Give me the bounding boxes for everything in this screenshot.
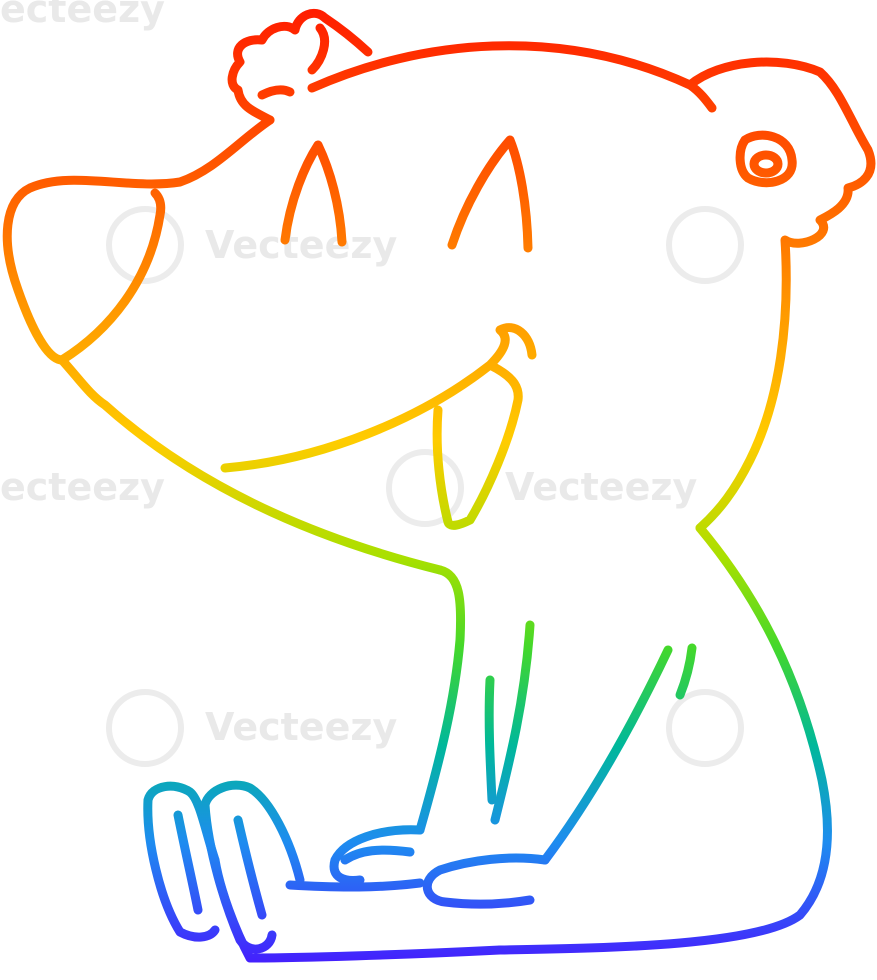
watermark-text: Vecteezy xyxy=(505,465,697,509)
watermark-text: Vecteezy xyxy=(205,705,397,749)
right-eye xyxy=(447,135,533,253)
mouth-outline xyxy=(220,323,537,530)
left-ear-inner xyxy=(257,85,295,100)
hind-foot-left xyxy=(143,781,220,942)
arm-line-3 xyxy=(540,645,673,865)
hind-foot-right xyxy=(200,780,305,954)
head-outline xyxy=(307,41,876,533)
toe-line-2 xyxy=(233,815,267,920)
arm-line-2 xyxy=(484,675,497,805)
arm-line-1 xyxy=(490,620,535,825)
left-ear xyxy=(227,8,373,125)
watermark-layer: ecteezy Vecteezy ecteezy Vecteezy Vectee… xyxy=(0,0,744,767)
watermark-text: ecteezy xyxy=(0,465,165,509)
watermark-logo-icon xyxy=(666,689,744,767)
back-outline xyxy=(495,523,832,955)
watermark-text: ecteezy xyxy=(0,0,165,31)
watermark-logo-icon xyxy=(106,689,184,767)
front-paw-2 xyxy=(423,853,550,909)
chest-outline xyxy=(415,565,466,835)
foot-base xyxy=(285,878,425,892)
watermark-logo-icon xyxy=(386,449,464,527)
watermark-logo-icon xyxy=(106,206,184,284)
right-ear-hole xyxy=(749,150,783,178)
watermark-text: Vecteezy xyxy=(205,223,397,267)
toe-line-1 xyxy=(173,810,203,915)
snout-outline xyxy=(2,115,275,365)
left-eye xyxy=(280,140,347,247)
arm-line-4 xyxy=(675,643,697,700)
front-paw xyxy=(329,825,425,885)
right-ear-inner xyxy=(735,130,797,188)
jaw-outline xyxy=(57,355,445,575)
watermark-logo-icon xyxy=(666,206,744,284)
